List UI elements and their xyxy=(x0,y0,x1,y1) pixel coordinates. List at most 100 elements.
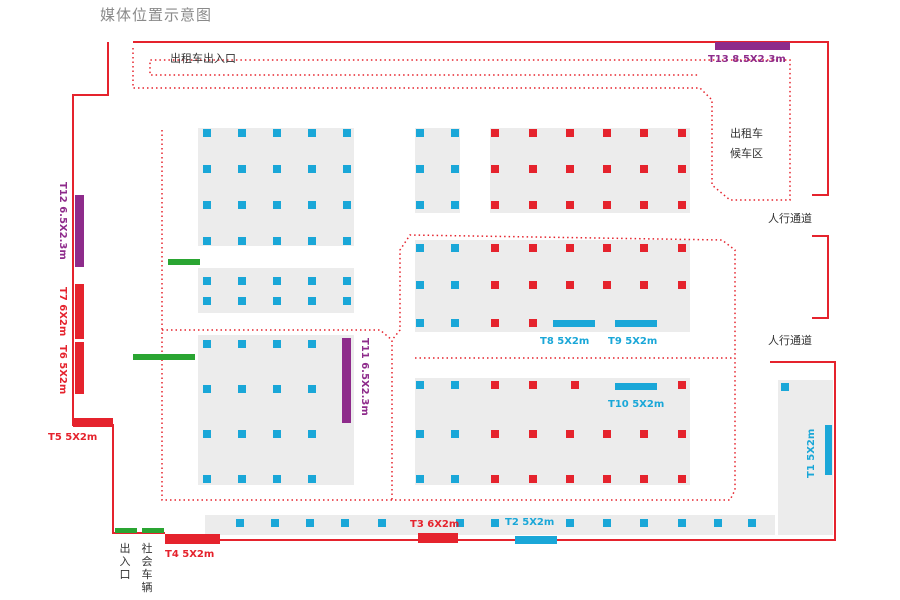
zone-bottom-strip xyxy=(205,515,775,535)
media-t11-bar xyxy=(342,338,351,423)
media-t12-bar xyxy=(75,195,84,267)
media-t13-bar xyxy=(715,42,790,50)
media-t10-bar xyxy=(615,383,657,390)
label-t6: T6 5X2m xyxy=(57,345,68,395)
parking-space xyxy=(529,281,537,289)
parking-space xyxy=(308,201,316,209)
parking-space xyxy=(273,165,281,173)
parking-space xyxy=(203,475,211,483)
parking-space xyxy=(529,430,537,438)
media-t6-bar xyxy=(75,342,84,394)
parking-space xyxy=(640,519,648,527)
label-walkway-upper: 人行通道 xyxy=(768,212,812,225)
parking-space xyxy=(416,201,424,209)
parking-space xyxy=(640,244,648,252)
parking-space xyxy=(603,244,611,252)
parking-space xyxy=(308,129,316,137)
parking-space xyxy=(491,430,499,438)
media-t3-bar xyxy=(418,533,458,543)
parking-space xyxy=(271,519,279,527)
media-t7-bar xyxy=(75,284,84,339)
label-entrance-exit: 出入口 xyxy=(119,542,131,581)
parking-space xyxy=(678,519,686,527)
parking-space xyxy=(416,381,424,389)
parking-space xyxy=(416,165,424,173)
boundary-bottom-right xyxy=(165,361,836,541)
parking-space xyxy=(603,281,611,289)
parking-space xyxy=(238,430,246,438)
parking-space xyxy=(491,244,499,252)
parking-space xyxy=(273,385,281,393)
label-t5: T5 5X2m xyxy=(48,432,98,443)
media-t1-bar xyxy=(825,425,832,475)
parking-space xyxy=(341,519,349,527)
boundary-top xyxy=(133,41,829,196)
parking-space xyxy=(343,165,351,173)
parking-space xyxy=(451,475,459,483)
parking-space xyxy=(566,201,574,209)
parking-space xyxy=(308,277,316,285)
parking-space xyxy=(529,165,537,173)
parking-space xyxy=(238,475,246,483)
parking-space xyxy=(678,430,686,438)
label-t2: T2 5X2m xyxy=(505,517,555,528)
parking-space xyxy=(273,201,281,209)
parking-space xyxy=(203,277,211,285)
parking-space xyxy=(566,165,574,173)
parking-space xyxy=(640,475,648,483)
parking-space xyxy=(529,319,537,327)
parking-space xyxy=(678,475,686,483)
parking-space xyxy=(491,381,499,389)
parking-space xyxy=(416,281,424,289)
parking-space xyxy=(603,165,611,173)
parking-space xyxy=(308,237,316,245)
parking-space xyxy=(678,381,686,389)
parking-space xyxy=(238,297,246,305)
parking-space xyxy=(203,165,211,173)
parking-space xyxy=(238,340,246,348)
parking-space xyxy=(491,281,499,289)
parking-space xyxy=(603,475,611,483)
driving-routes xyxy=(132,48,791,501)
parking-space xyxy=(416,319,424,327)
green-gate-2 xyxy=(133,354,195,360)
parking-space xyxy=(416,244,424,252)
parking-space xyxy=(378,519,386,527)
label-taxi-waiting-2: 候车区 xyxy=(730,147,763,160)
label-t13: T13 8.5X2.3m xyxy=(708,54,786,65)
label-t3: T3 6X2m xyxy=(410,519,460,530)
parking-space xyxy=(529,244,537,252)
green-gate-4 xyxy=(142,528,164,533)
parking-zones xyxy=(198,128,833,535)
label-taxi-waiting-1: 出租车 xyxy=(730,127,763,140)
label-t8: T8 5X2m xyxy=(540,336,590,347)
parking-space xyxy=(308,385,316,393)
parking-space xyxy=(491,319,499,327)
label-t11: T11 6.5X2.3m xyxy=(359,338,370,416)
parking-space xyxy=(566,519,574,527)
media-t4-bar xyxy=(165,534,220,544)
label-t9: T9 5X2m xyxy=(608,336,658,347)
media-t8-bar xyxy=(553,320,595,327)
parking-space xyxy=(781,383,789,391)
parking-space xyxy=(456,519,464,527)
parking-space xyxy=(308,165,316,173)
parking-space xyxy=(491,165,499,173)
parking-space xyxy=(306,519,314,527)
parking-space xyxy=(416,475,424,483)
label-taxi-entrance: 出租车出入口 xyxy=(170,52,236,65)
media-t9-bar xyxy=(615,320,657,327)
boundary-left-outer xyxy=(72,42,165,534)
media-bars xyxy=(73,42,832,544)
green-gate-3 xyxy=(115,528,137,533)
parking-space xyxy=(678,129,686,137)
parking-space xyxy=(566,129,574,137)
parking-space xyxy=(678,281,686,289)
parking-space xyxy=(566,244,574,252)
parking-space xyxy=(566,475,574,483)
parking-space xyxy=(678,244,686,252)
parking-space xyxy=(491,475,499,483)
parking-space xyxy=(343,237,351,245)
parking-space xyxy=(203,297,211,305)
